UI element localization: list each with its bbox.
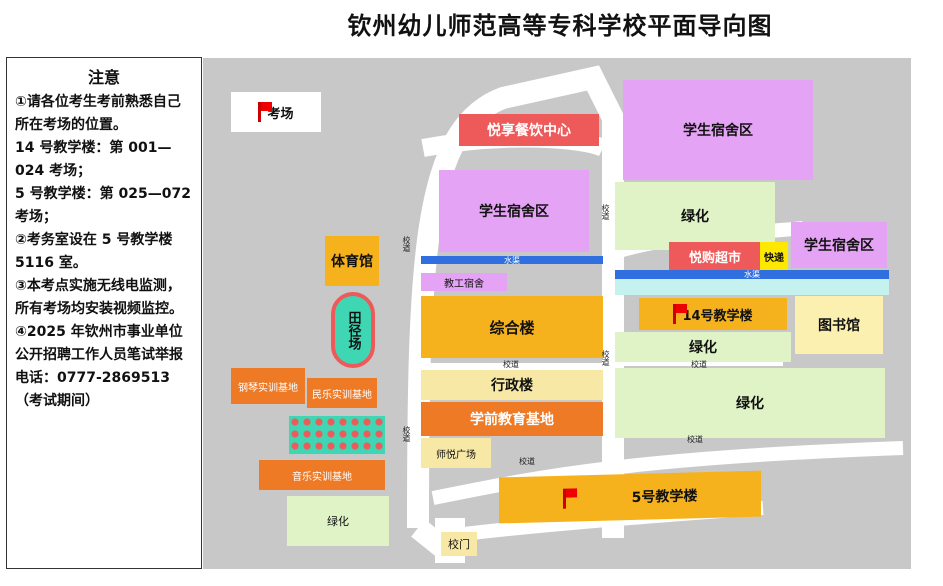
zone-lvhua-3: 绿化: [615, 368, 885, 438]
road-label: 校道: [519, 457, 535, 466]
flag-icon: [673, 304, 688, 324]
zone-xueqian: 学前教育基地: [421, 402, 603, 436]
flag-icon: [258, 102, 273, 122]
b5-label: 5号教学楼: [631, 488, 698, 506]
zone-gym: 体育馆: [325, 236, 379, 286]
legend-box: 考场: [231, 92, 321, 132]
notes-heading: 注意: [87, 68, 120, 87]
zone-express: 快递: [760, 242, 788, 270]
track-label: 田径场: [345, 310, 361, 350]
zone-music: 音乐实训基地: [259, 460, 385, 490]
road-label: 校道: [691, 360, 707, 369]
zone-zonghe: 综合楼: [421, 296, 603, 358]
road-label: 校道: [402, 236, 411, 252]
road-label: 校道: [503, 360, 519, 369]
zone-teacher-dorm: 教工宿舍: [421, 273, 507, 291]
zone-folk: 民乐实训基地: [307, 378, 377, 408]
road-label: 校道: [601, 350, 610, 366]
page-title: 钦州幼儿师范高等专科学校平面导向图: [347, 11, 773, 40]
notes-line: 5 号教学楼：第 025—072 考场；: [15, 186, 191, 225]
notes-line: ②考务室设在 5 号教学楼 5116 室。: [15, 232, 173, 271]
zone-lvhua-4: 绿化: [287, 496, 389, 546]
zone-lvhua-1: 绿化: [615, 182, 775, 250]
notes-line: ④2025 年钦州市事业单位公开招聘工作人员笔试举报电话：0777-286951…: [15, 324, 183, 409]
zone-library: 图书馆: [795, 296, 883, 354]
zone-14-building: 14号教学楼: [639, 298, 787, 330]
zone-piano: 钢琴实训基地: [231, 368, 305, 404]
zone-xingzheng: 行政楼: [421, 370, 603, 400]
legend-label: 考场: [267, 106, 294, 122]
zone-lvhua-2: 绿化: [615, 332, 791, 362]
zone-dorm-right: 学生宿舍区: [791, 222, 887, 268]
notes-line: 14 号教学楼：第 001—024 考场；: [15, 140, 172, 179]
notes-line: ③本考点实施无线电监测，所有考场均安装视频监控。: [15, 278, 183, 317]
campus-map: 考场 悦享餐饮中心 学生宿舍区 学生宿舍区 绿化 学生宿舍区 悦购超市 快递 水…: [203, 58, 911, 569]
water-channel-right: 水渠: [615, 270, 889, 279]
zone-supermarket: 悦购超市: [669, 242, 761, 270]
notes-line: ①请各位考生考前熟悉自己所在考场的位置。: [15, 94, 181, 133]
water-channel-left: 水渠: [421, 256, 603, 265]
zone-shiyue: 师悦广场: [421, 438, 491, 468]
zone-5-building: 5号教学楼: [499, 470, 761, 524]
flag-icon: [562, 488, 566, 509]
zone-dorm-top-right: 学生宿舍区: [623, 80, 813, 180]
zone-yuexiang-dining: 悦享餐饮中心: [459, 114, 599, 146]
notes-panel: 注意 ①请各位考生考前熟悉自己所在考场的位置。 14 号教学楼：第 001—02…: [6, 57, 202, 569]
b14-label: 14号教学楼: [682, 308, 753, 324]
zone-dorm-left: 学生宿舍区: [439, 170, 589, 252]
road-label: 校道: [687, 435, 703, 444]
school-gate[interactable]: 校门: [441, 532, 477, 556]
road-label: 校道: [402, 426, 411, 442]
zone-track: 田径场: [331, 292, 375, 368]
zone-courts: [289, 416, 385, 454]
road-label: 校道: [601, 204, 610, 220]
zone-cyan-strip: [615, 279, 889, 295]
